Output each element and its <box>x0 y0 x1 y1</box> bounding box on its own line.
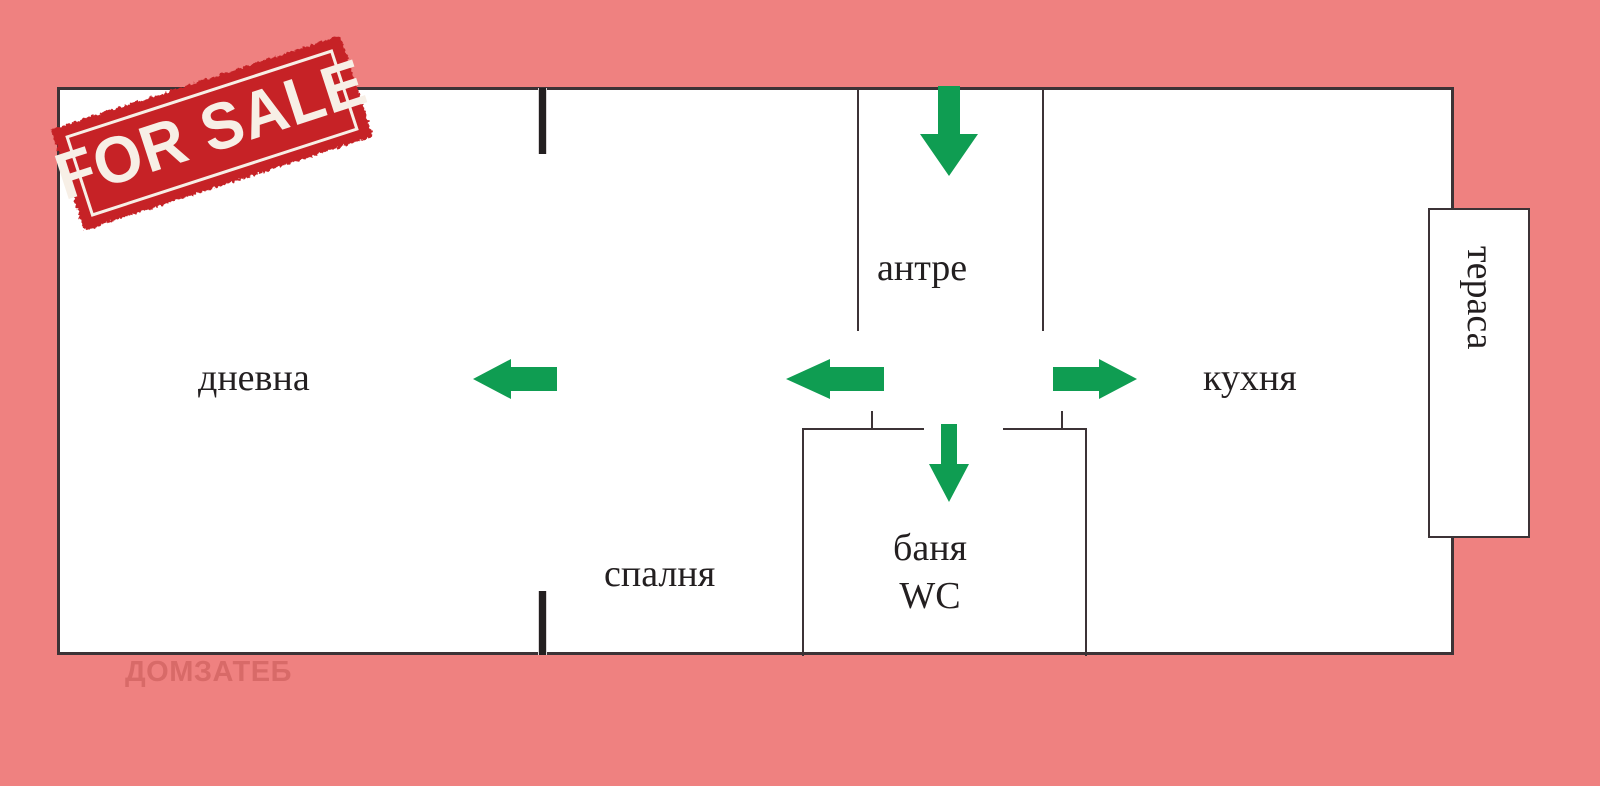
room-label-bathroom-line2: WC <box>899 574 961 617</box>
room-label-bathroom-line1: баня <box>893 527 968 569</box>
room-label-terrace: тераса <box>1459 246 1501 350</box>
wall-bathroom-top-left <box>802 428 924 430</box>
room-label-kitchen: кухня <box>1203 357 1297 399</box>
watermark-text: ДОМЗАТЕБ <box>125 656 292 688</box>
room-label-hall: антре <box>877 247 968 289</box>
room-label-bedroom: спалня <box>604 553 716 595</box>
wall-bathroom-top-right <box>1003 428 1087 430</box>
arrow-left-living-icon <box>473 358 557 400</box>
wall-bathroom-door-jamb-right <box>1061 411 1063 430</box>
wall-divider-top <box>538 88 547 154</box>
arrow-right-kitchen-icon <box>1053 358 1137 400</box>
wall-divider-bottom <box>538 591 547 655</box>
room-terrace <box>1428 208 1530 538</box>
arrow-left-hall-icon <box>786 358 884 400</box>
room-label-living: дневна <box>198 357 310 399</box>
room-label-bathroom: баня WC <box>893 525 967 620</box>
arrow-down-entry-icon <box>918 86 980 178</box>
wall-bathroom-door-jamb-left <box>871 411 873 430</box>
terrace-wall-opening <box>1448 212 1458 534</box>
wall-hall-left <box>857 88 859 331</box>
arrow-down-bathroom-icon <box>928 424 970 504</box>
wall-bathroom-right <box>1085 428 1087 656</box>
wall-bathroom-left <box>802 428 804 656</box>
wall-hall-right <box>1042 88 1044 331</box>
